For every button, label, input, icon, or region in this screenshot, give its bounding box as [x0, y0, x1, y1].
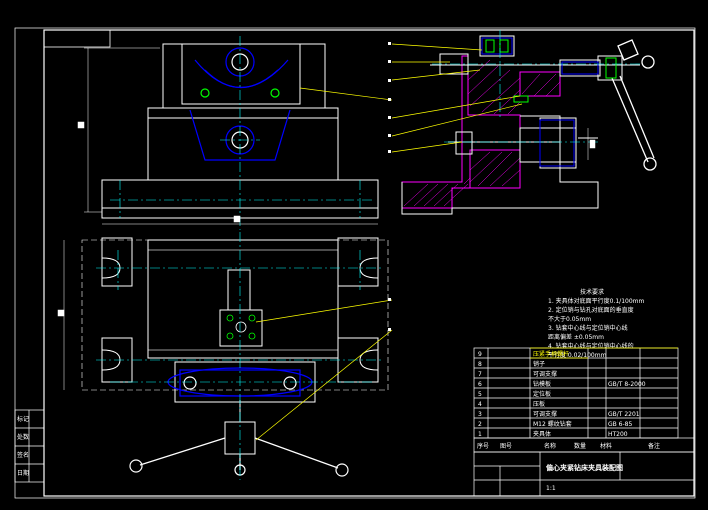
bom-header-code: 图号 [500, 443, 512, 450]
stamp-label-2: 处数 [17, 433, 29, 441]
leader-lines [255, 43, 523, 441]
bom-mat: GB 6-85 [608, 421, 632, 428]
bom-name: 定位板 [533, 390, 551, 398]
tech-notes-heading: 技术要求 [580, 288, 604, 296]
bom-no: 7 [478, 371, 482, 378]
bom-no: 5 [478, 391, 482, 398]
front-view-upper [101, 43, 379, 219]
tech-note-line: 距离偏差 ±0.05mm [548, 333, 604, 341]
bom-header-name: 名称 [544, 442, 556, 450]
title-block [473, 437, 695, 497]
drawing-title: 偏心夹紧钻床夹具装配图 [546, 463, 623, 472]
bom-rows: 9 压紧手柄螺杆 8 销子 7 可调支撑 6 钻模板 GB/T 8-2000 5… [478, 350, 646, 438]
section-view-blue [481, 37, 599, 167]
stamp-label-3: 签名 [17, 451, 29, 459]
left-stamp-block [14, 409, 45, 483]
tech-note-line: 4. 钻套中心线与定位销中心线的 [548, 342, 634, 350]
top-view-dims [57, 240, 65, 390]
bom-mat: HT200 [608, 431, 628, 438]
bom-mat: GB/T 2201 [608, 411, 640, 418]
front-view-centerlines [110, 36, 372, 230]
tech-note-line: 不大于0.05mm [548, 315, 591, 323]
bom-no: 8 [478, 361, 482, 368]
bom-no: 3 [478, 411, 482, 418]
section-view-hatch [401, 55, 561, 209]
bom-header-mat: 材料 [600, 442, 612, 450]
section-view-green [485, 39, 617, 103]
bom-no: 6 [478, 381, 482, 388]
bom-name: 可调支撑 [533, 410, 557, 418]
top-view-green-holes [226, 314, 256, 340]
drawing-frame [14, 27, 696, 499]
left-stamp-labels: 标记 处数 签名 日期 [17, 415, 29, 477]
section-view-centerlines [432, 30, 642, 143]
bom-no: 2 [478, 421, 482, 428]
tech-notes: 技术要求 1. 夹具体对底面平行度0.1/100mm 2. 定位销与钻孔对底面的… [548, 288, 644, 359]
tech-note-line: 平行度 0.02/100mm [548, 351, 607, 359]
bom-name: 可调支撑 [533, 370, 557, 378]
bom-name: 压紧手柄螺杆 [533, 350, 569, 358]
bom-name: 压板 [533, 400, 545, 408]
leader-dots [388, 42, 391, 331]
drawing-scale: 1:1 [546, 485, 556, 492]
tech-note-line: 2. 定位销与钻孔对底面的垂直度 [548, 306, 634, 314]
front-view-dims [77, 47, 378, 225]
bom-mat: GB/T 8-2000 [608, 381, 646, 388]
bom-highlight [530, 347, 678, 359]
bom-no: 1 [478, 431, 482, 438]
tech-note-line: 3. 钻套中心线与定位销中心线 [548, 324, 628, 332]
top-view-centerlines [96, 232, 384, 480]
bom-no: 4 [478, 401, 482, 408]
bom-header: 序号 图号 名称 数量 材料 备注 [477, 442, 660, 450]
stamp-label-1: 标记 [17, 415, 29, 423]
bom-name: 夹具体 [533, 430, 551, 438]
tech-note-line: 1. 夹具体对底面平行度0.1/100mm [548, 297, 644, 305]
section-dim [587, 128, 596, 160]
bom-no: 9 [478, 351, 482, 358]
bom-header-qty: 数量 [574, 442, 586, 450]
bom-name: M12 螺纹钻套 [533, 420, 572, 428]
bom-header-no: 序号 [477, 442, 489, 450]
bom-name: 钻模板 [533, 380, 551, 388]
bom-header-note: 备注 [648, 442, 660, 450]
top-view [81, 237, 389, 455]
bom-name: 销子 [533, 360, 545, 368]
clamp-handle-lever [611, 39, 657, 171]
stamp-label-4: 日期 [17, 469, 29, 477]
